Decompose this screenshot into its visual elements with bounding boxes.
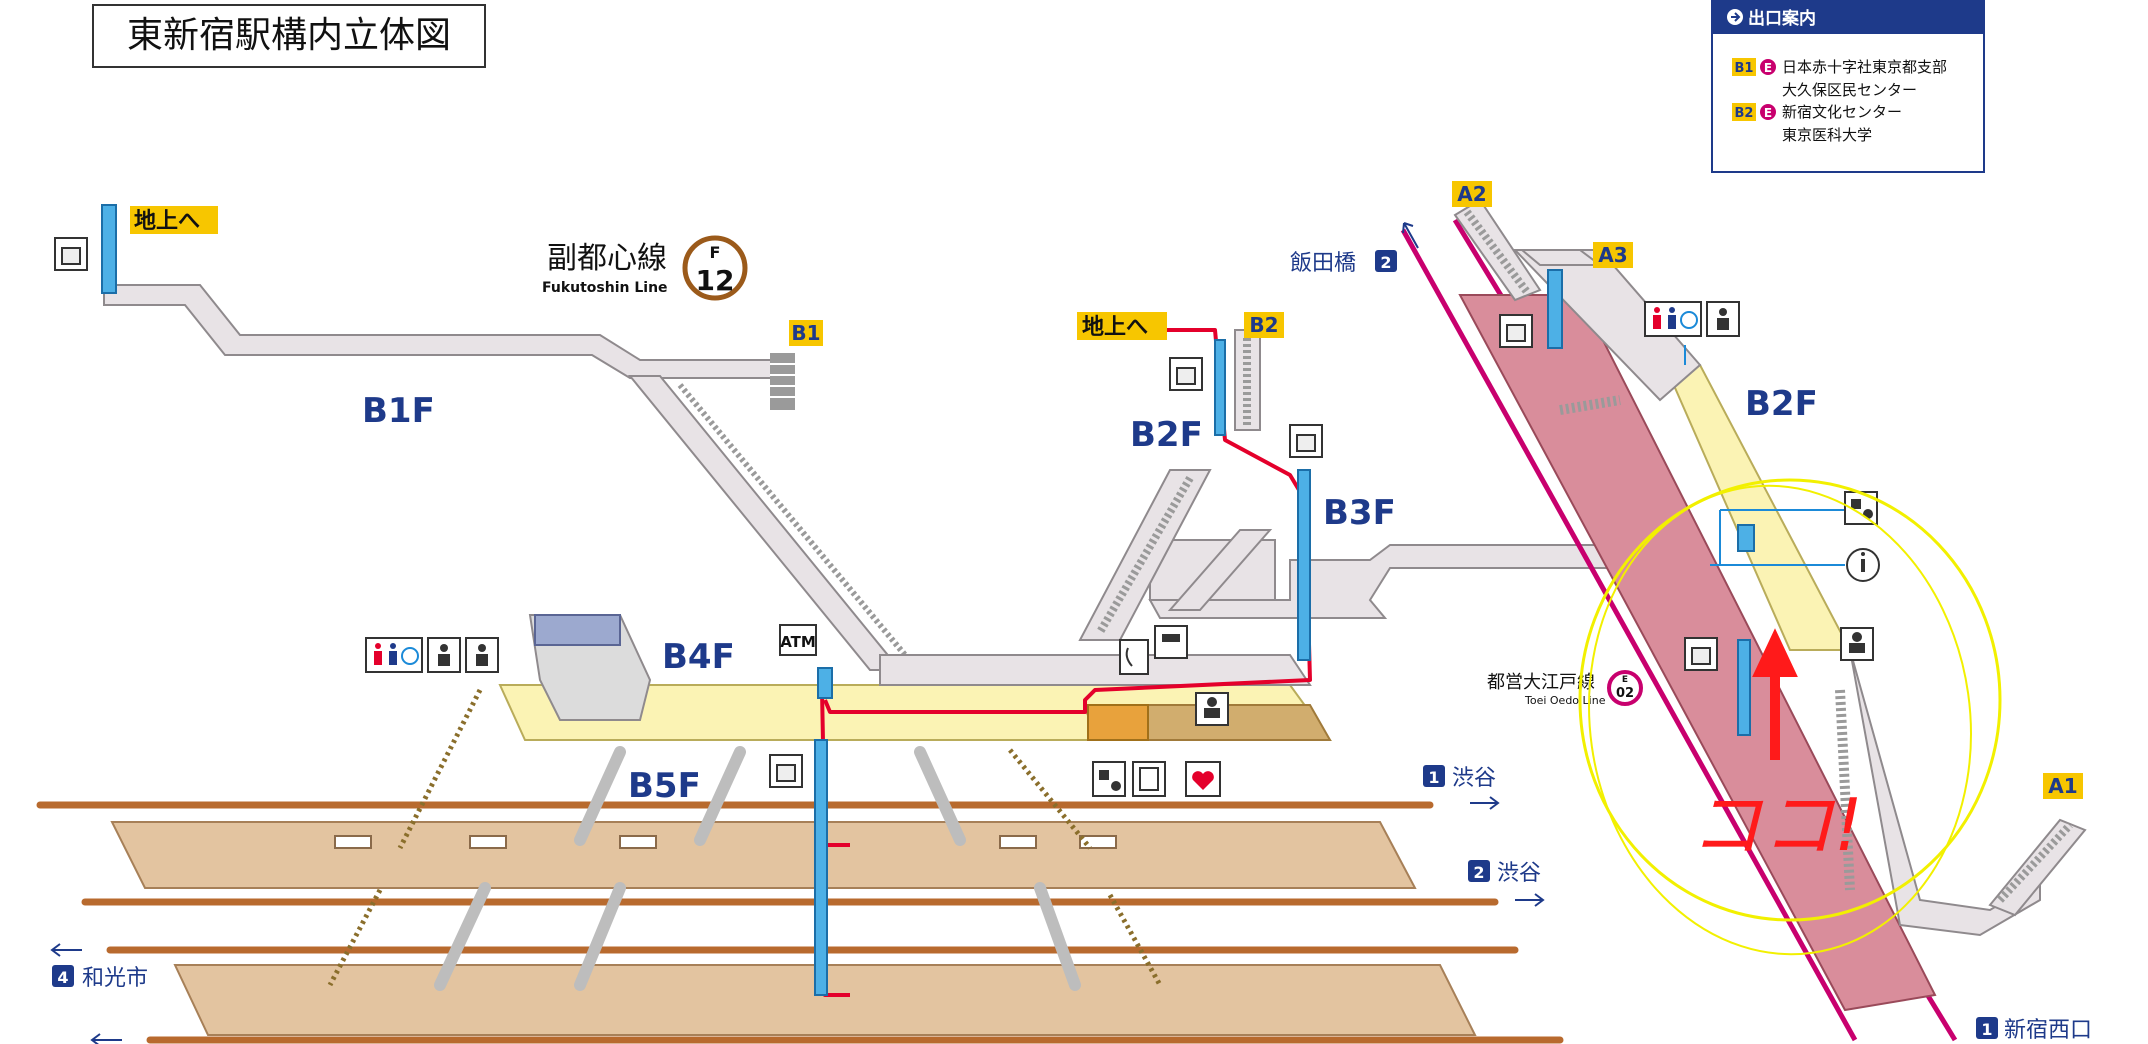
exit-a1-badge: A1 xyxy=(2048,774,2077,798)
exit-b1-badge: B1 xyxy=(791,321,820,345)
elevator-icon xyxy=(1684,637,1718,671)
b4f-left-escalator-block xyxy=(528,614,652,721)
restroom-icon xyxy=(1644,301,1702,337)
annotation-arrow-up-icon xyxy=(1752,628,1798,760)
to-street-left: 地上へ xyxy=(134,209,200,234)
platform-upper xyxy=(110,821,1417,889)
exit-guide-exit-b2: B2 xyxy=(1735,106,1754,121)
atm-label: ATM xyxy=(780,633,816,651)
ticket-machine-icon xyxy=(1154,625,1188,659)
fukutoshin-number-badge xyxy=(682,235,748,301)
floor-label-b4f: B4F xyxy=(662,637,735,677)
arrow-right-icon xyxy=(1515,893,1545,907)
title-box: 東新宿駅構内立体図 xyxy=(92,4,486,68)
dir-shinjuku-nishiguchi: 新宿西口 xyxy=(2004,1018,2092,1043)
b2f-mid-escalators xyxy=(1078,329,1273,641)
station-staff-icon xyxy=(1840,627,1874,661)
exit-a3-badge: A3 xyxy=(1598,243,1627,267)
restroom-icon xyxy=(365,637,423,673)
elevator-icon xyxy=(769,754,803,788)
elevator-b4f-atm xyxy=(817,667,833,699)
b2f-lower-walkway xyxy=(1849,649,2041,937)
oedo-letter: E xyxy=(1622,675,1628,685)
oedo-number-badge xyxy=(1607,670,1643,706)
fukutoshin-number: 12 xyxy=(696,264,735,297)
floor-label-b3f: B3F xyxy=(1323,493,1396,533)
dir-wakoshi: 和光市 xyxy=(82,966,148,991)
elevator-platform-oedo xyxy=(1737,639,1751,736)
exit-b2-badge: B2 xyxy=(1249,313,1278,337)
fukutoshin-tracks xyxy=(36,801,1564,1044)
b4f-ticket-area xyxy=(1087,704,1149,741)
fukutoshin-name-jp: 副都心線 xyxy=(547,241,667,276)
elevator-b5f-shaft xyxy=(814,739,828,996)
elevator-b3f xyxy=(1297,469,1311,661)
floor-label-b2f-mid: B2F xyxy=(1130,415,1203,455)
dir-shibuya-2: 渋谷 xyxy=(1497,861,1541,886)
dir-iidabashi: 飯田橋 xyxy=(1290,251,1356,276)
exit-a1-stairs xyxy=(1988,818,2087,917)
exit-guide-b1-line2: 大久保区民センター xyxy=(1782,81,1917,99)
elevator-icon xyxy=(1499,314,1533,348)
elevator-b2f-right xyxy=(1737,524,1755,552)
annotation-circle xyxy=(1578,478,2002,922)
elevator-icon xyxy=(54,237,88,271)
exit-guide-b1-line1: 日本赤十字社東京都支部 xyxy=(1782,58,1947,76)
arrow-right-icon xyxy=(1470,796,1500,810)
dir-shibuya-1: 渋谷 xyxy=(1452,766,1496,791)
dir-shibuya-2-num: 2 xyxy=(1473,863,1484,882)
baby-care-icon xyxy=(427,637,461,673)
b4f-lower-level xyxy=(879,654,1312,686)
map-title: 東新宿駅構内立体図 xyxy=(127,15,451,56)
dir-shibuya-1-num: 1 xyxy=(1428,768,1439,787)
dir-iidabashi-num: 2 xyxy=(1380,253,1391,272)
oedo-name-en: Toei Oedo Line xyxy=(1524,694,1606,707)
to-street-mid: 地上へ xyxy=(1082,315,1148,340)
elevator-b1f-left xyxy=(101,204,117,294)
arrow-up-left-icon xyxy=(1402,222,1419,249)
long-escalator xyxy=(627,375,908,671)
dir-wakoshi-num: 4 xyxy=(57,968,68,987)
fukutoshin-line-sign: 副都心線 Fukutoshin Line F 12 xyxy=(542,235,748,301)
exit-guide-badge-e1: E xyxy=(1764,61,1772,75)
elevator-b2f-mid xyxy=(1214,339,1226,436)
fukutoshin-letter: F xyxy=(710,243,721,262)
baby-care-icon xyxy=(1706,301,1740,337)
commuter-pass-icon xyxy=(1132,761,1166,797)
atm-icon: ATM xyxy=(779,624,817,656)
floor-label-b2f-right: B2F xyxy=(1745,384,1818,424)
arrow-left-icon xyxy=(90,1033,122,1044)
oedo-line-sign: 都営大江戸線 Toei Oedo Line E 02 xyxy=(1487,670,1643,707)
oedo-name-jp: 都営大江戸線 xyxy=(1487,672,1595,693)
exit-guide-header: 出口案内 xyxy=(1748,8,1816,29)
aed-icon xyxy=(1185,761,1221,797)
elevator-icon xyxy=(1289,424,1323,458)
exit-guide-exit-b1: B1 xyxy=(1735,61,1754,76)
annotation-text: ココ! xyxy=(1690,783,1863,867)
floor-label-b5f: B5F xyxy=(628,766,701,806)
arrow-left-icon xyxy=(50,943,82,957)
nursing-room-icon xyxy=(465,637,499,673)
elevator-icon xyxy=(1169,357,1203,391)
exit-guide-b2-line1: 新宿文化センター xyxy=(1782,103,1902,121)
fare-adjustment-icon xyxy=(1092,761,1126,797)
fukutoshin-name-en: Fukutoshin Line xyxy=(542,280,668,296)
station-staff-icon xyxy=(1195,692,1229,726)
oedo-number: 02 xyxy=(1616,686,1634,701)
floor-label-b1f: B1F xyxy=(362,391,435,431)
exit-guide: 出口案内 B1 E 日本赤十字社東京都支部 大久保区民センター B2 E 新宿文… xyxy=(1711,0,1985,173)
exit-a2-badge: A2 xyxy=(1457,182,1486,206)
handdrawn-annotation: ココ! xyxy=(1578,478,2002,956)
exit-guide-b2-line2: 東京医科大学 xyxy=(1782,126,1872,144)
info-icon xyxy=(1846,548,1880,582)
exit-b1-stairs xyxy=(770,353,795,410)
phone-icon xyxy=(1119,639,1149,675)
platform-lower xyxy=(173,964,1477,1036)
elevator-a3 xyxy=(1547,269,1563,349)
b1f-walkway xyxy=(103,284,791,379)
exit-guide-badge-e2: E xyxy=(1764,106,1772,120)
dir-shinjuku-nishiguchi-num: 1 xyxy=(1981,1020,1992,1039)
